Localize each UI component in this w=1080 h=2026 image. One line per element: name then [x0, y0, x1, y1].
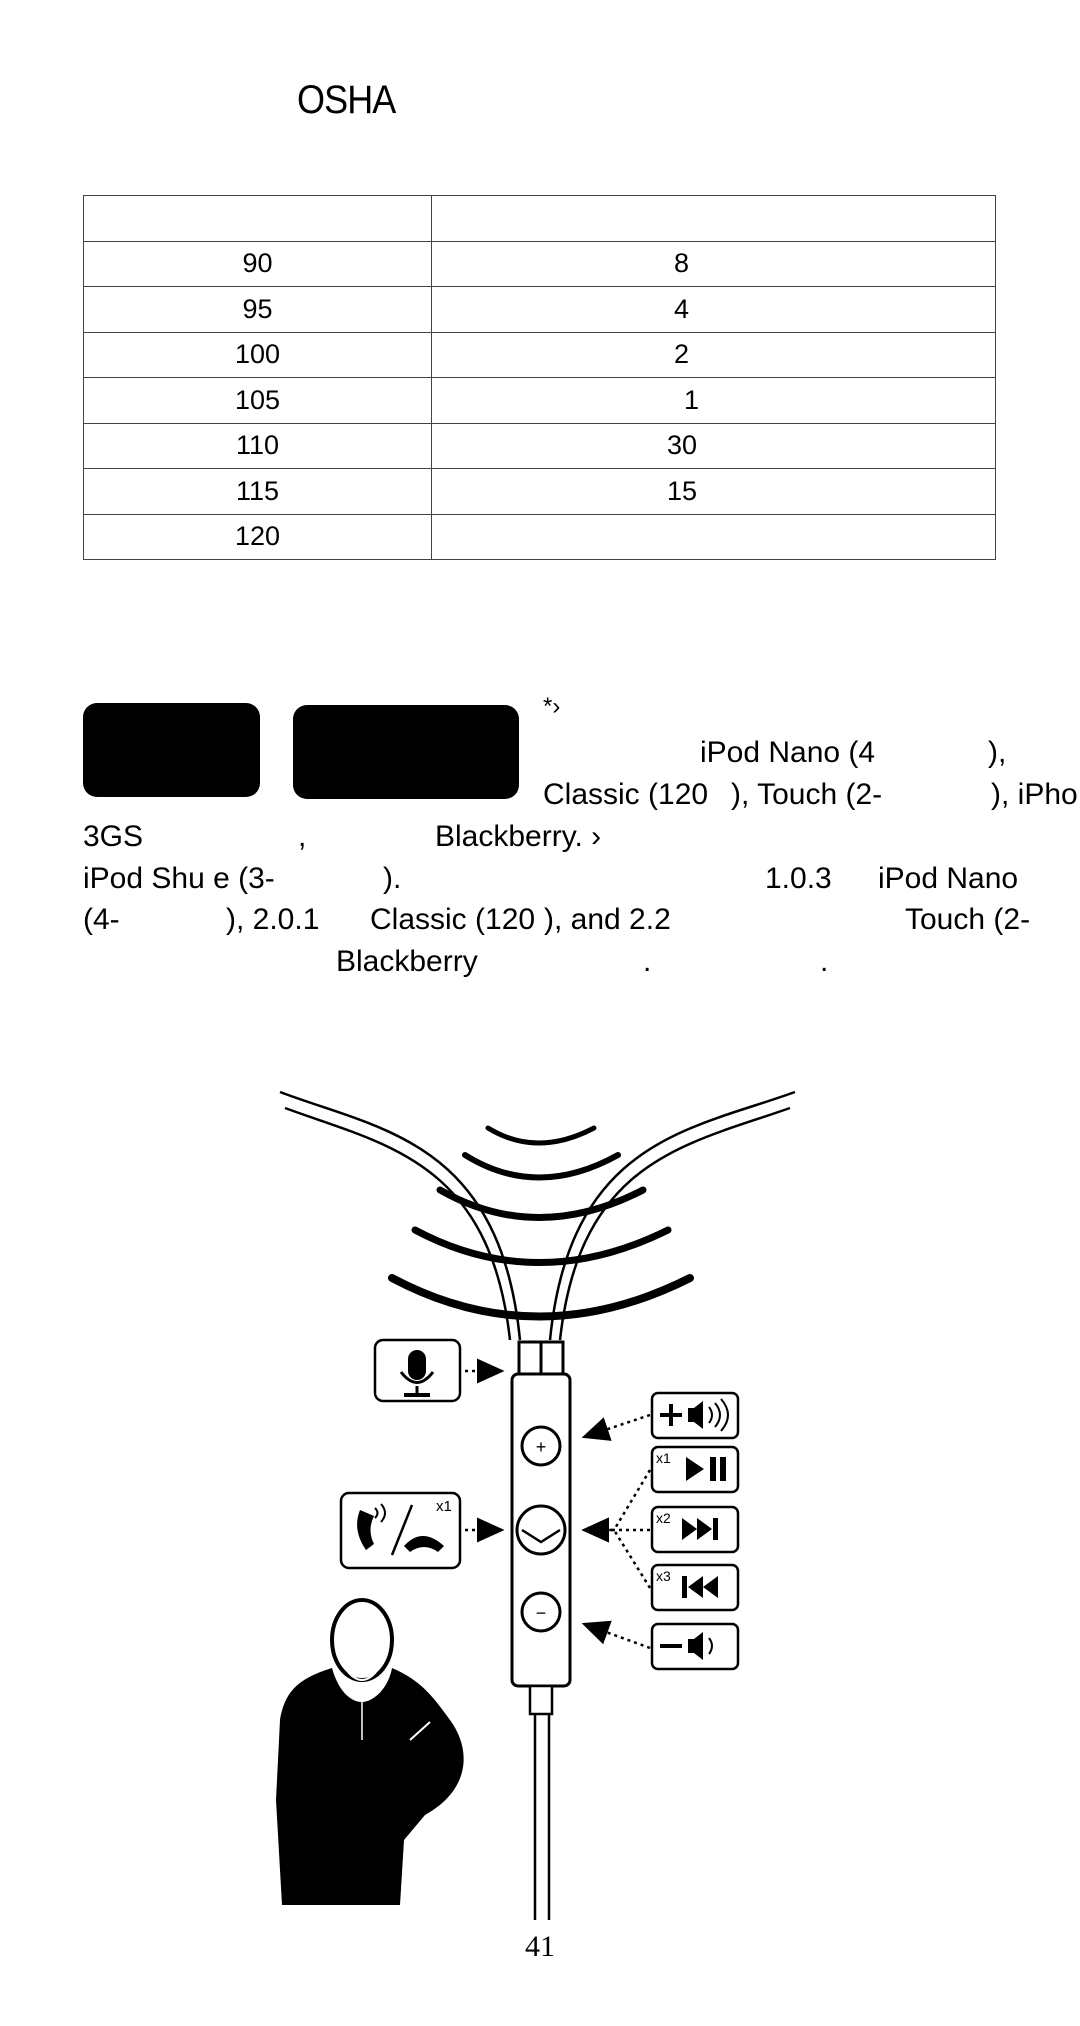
table-row: 95 4 [83, 286, 996, 333]
table-header-row [83, 195, 996, 242]
remote-control-diagram: + − x1 x1 x2 [276, 1090, 796, 1920]
page-number: 41 [525, 1930, 555, 1963]
level-cell: 110 [83, 422, 432, 469]
duration-cell: 4 [674, 293, 690, 324]
header-cell [83, 195, 432, 242]
table-row: 105 1 [83, 377, 996, 424]
person-silhouette [276, 1598, 464, 1905]
x2-label: x2 [656, 1510, 671, 1526]
headphone-cables [279, 1090, 796, 1341]
minus-label: − [536, 1603, 547, 1623]
compat-text: Touch (2- [905, 903, 1031, 936]
compat-text: 3GS [83, 820, 144, 853]
table-row: 120 [83, 513, 996, 560]
compat-text: ), iPho [991, 778, 1078, 811]
play-pause-icon: x1 [650, 1445, 740, 1494]
level-cell: 105 [83, 377, 432, 424]
level-cell: 115 [83, 468, 432, 515]
compat-text: iPod Nano [878, 862, 1019, 895]
compat-text: Blackberry. › [435, 820, 602, 853]
compat-text: . [820, 945, 829, 978]
x1-label: x1 [656, 1450, 671, 1466]
level-cell: 120 [83, 513, 432, 560]
compat-text: ). [383, 862, 402, 895]
duration-cell: 15 [667, 475, 698, 506]
table-row: 90 8 [83, 240, 996, 287]
call-count-label: x1 [436, 1498, 452, 1515]
redaction-block [83, 703, 260, 797]
compat-text: ), and 2.2 [544, 903, 671, 936]
duration-cell [431, 513, 996, 560]
compat-text: ), [988, 736, 1007, 769]
level-cell: 95 [83, 286, 432, 333]
compat-text: . [643, 945, 652, 978]
compat-text: , [298, 820, 307, 853]
remote-center-button [515, 1504, 567, 1556]
compat-text: iPod Nano (4 [700, 736, 876, 769]
next-track-icon: x2 [650, 1505, 740, 1554]
remote-minus-button [520, 1591, 562, 1633]
phone-call-icon: x1 [339, 1491, 462, 1570]
redaction-block [293, 705, 519, 799]
duration-cell: 2 [674, 339, 690, 370]
compat-text: Classic (120 [543, 778, 709, 811]
page-title: OSHA [297, 78, 396, 122]
sound-waves [388, 1125, 694, 1321]
duration-cell: 30 [667, 430, 698, 461]
header-cell [431, 195, 996, 242]
duration-cell: 8 [674, 248, 690, 279]
level-cell: 100 [83, 331, 432, 378]
table-row: 100 2 [83, 331, 996, 378]
compat-text: 1.0.3 [765, 862, 832, 895]
duration-cell: 1 [684, 384, 700, 415]
microphone-icon [373, 1338, 462, 1403]
compat-text: iPod Shu e (3- [83, 862, 275, 895]
compat-text: Classic (120 [370, 903, 536, 936]
compat-text: ), 2.0.1 [226, 903, 320, 936]
table-row: 110 30 [83, 422, 996, 469]
previous-track-icon: x3 [650, 1563, 740, 1612]
table-row: 115 15 [83, 468, 996, 515]
level-cell: 90 [83, 240, 432, 287]
compat-text: ), Touch (2- [731, 778, 883, 811]
osha-table: 90 8 95 4 100 2 105 1 110 30 115 15 120 [83, 195, 996, 560]
plus-label: + [536, 1437, 547, 1457]
compat-text: Blackberry [336, 945, 478, 978]
remote-plus-button [520, 1425, 562, 1467]
footnote-mark: *› [543, 693, 561, 720]
volume-down-icon [650, 1622, 740, 1671]
volume-up-icon [650, 1391, 740, 1440]
compat-text: (4- [83, 903, 120, 936]
x3-label: x3 [656, 1568, 671, 1584]
